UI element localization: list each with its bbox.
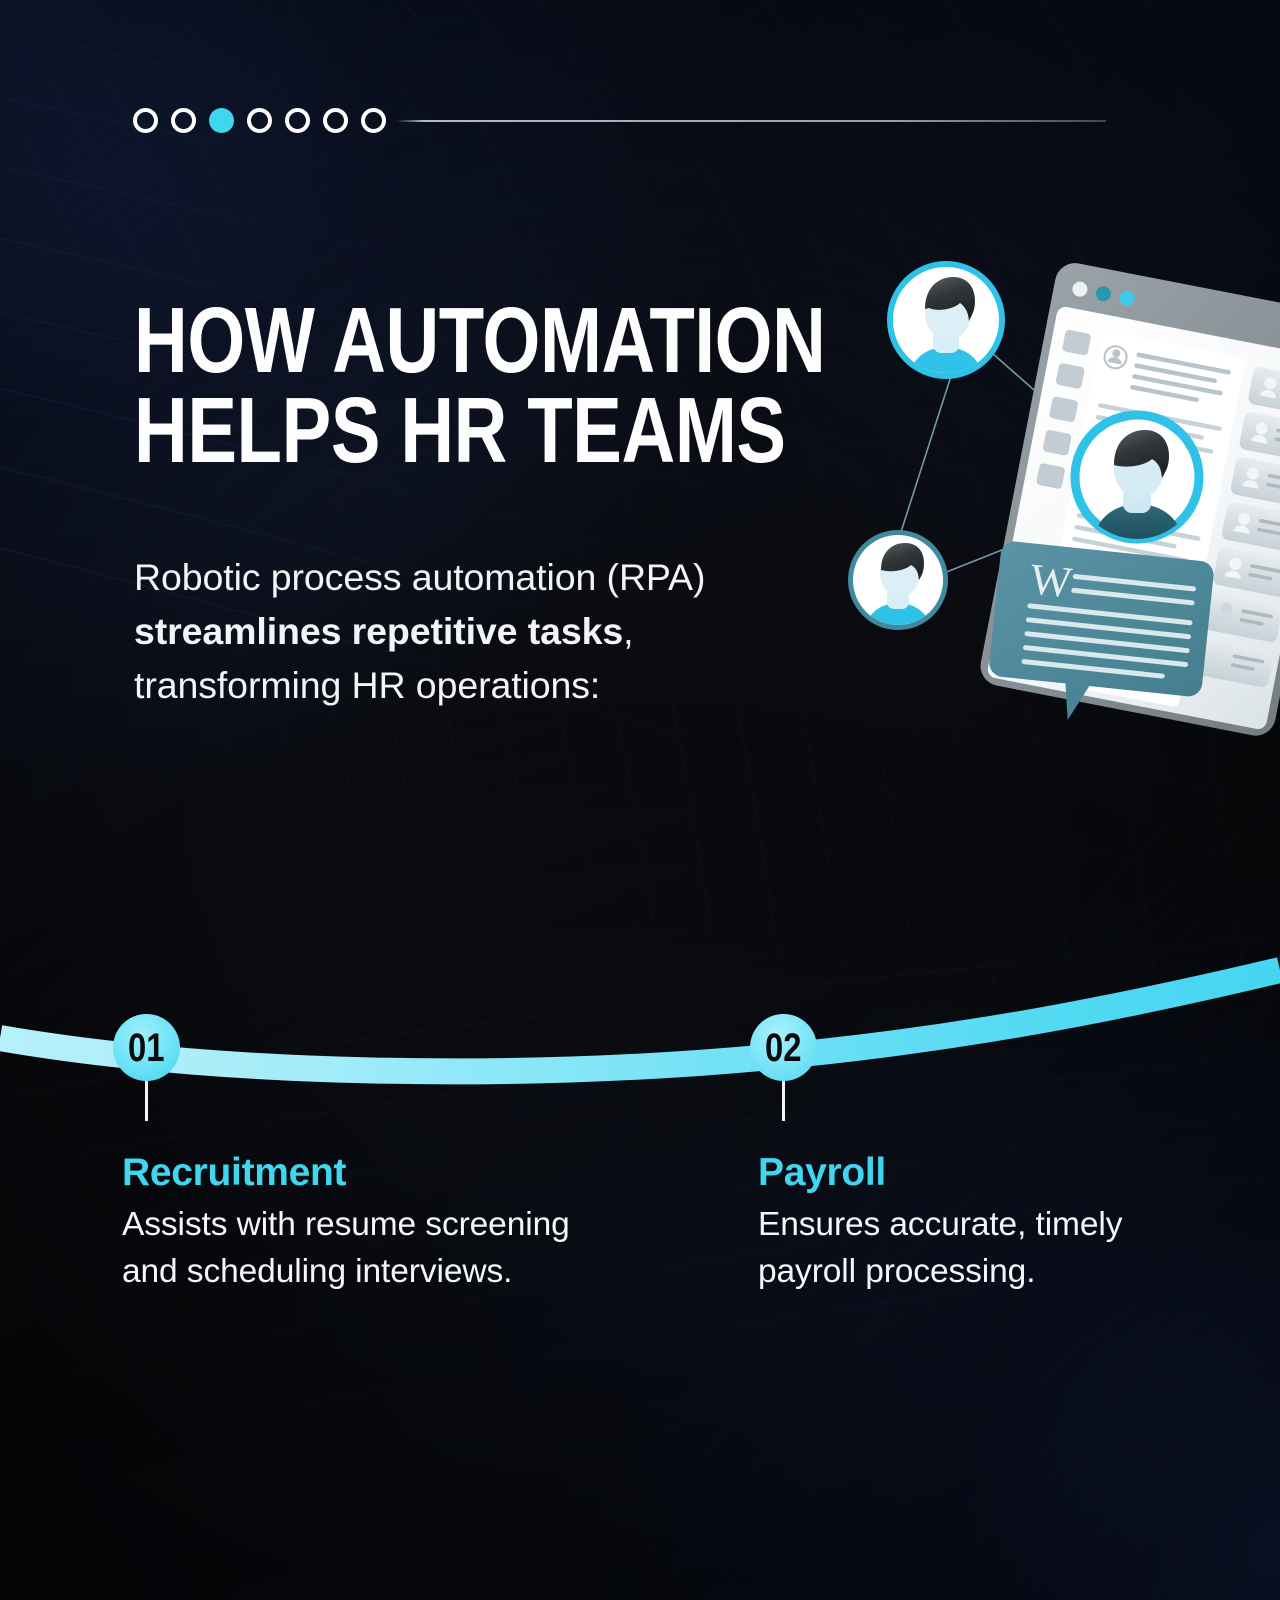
- timeline-card-recruitment-description: Assists with resume screening and schedu…: [122, 1205, 570, 1291]
- document-speech-bubble: W: [989, 541, 1214, 720]
- timeline-card-payroll: Payroll Ensures accurate, timely payroll…: [758, 1151, 1228, 1296]
- pagination-dot-4[interactable]: [247, 108, 272, 133]
- pagination-dot-3-active[interactable]: [209, 108, 234, 133]
- timeline-stem-02: [782, 1081, 785, 1121]
- subtitle-part-1: Robotic process automation (RPA): [134, 556, 706, 598]
- subtitle-part-2: , transforming HR operations:: [134, 610, 634, 706]
- page-title: HOW AUTOMATION HELPS HR TEAMS: [134, 288, 826, 483]
- timeline-band: [0, 930, 1280, 1160]
- page-title-line-1: HOW AUTOMATION: [134, 288, 826, 392]
- timeline-card-recruitment: Recruitment Assists with resume screenin…: [122, 1151, 592, 1296]
- hr-automation-illustration: W: [840, 225, 1280, 785]
- user-list-items: [1195, 367, 1280, 688]
- page-title-line-2: HELPS HR TEAMS: [134, 378, 786, 483]
- timeline-card-payroll-description: Ensures accurate, timely payroll process…: [758, 1205, 1123, 1291]
- timeline-card-payroll-title: Payroll: [758, 1151, 886, 1194]
- page-subtitle: Robotic process automation (RPA) streaml…: [134, 550, 774, 712]
- timeline-badge-01[interactable]: 01: [113, 1014, 180, 1081]
- browser-dots: [1072, 281, 1135, 306]
- avatar-center-person: [1070, 410, 1204, 544]
- timeline-badge-01-label: 01: [128, 1025, 165, 1070]
- pagination-dots[interactable]: [133, 108, 386, 133]
- pagination-dot-5[interactable]: [285, 108, 310, 133]
- timeline-badge-02[interactable]: 02: [750, 1014, 817, 1081]
- timeline-badge-02-label: 02: [765, 1025, 802, 1070]
- profile-row: [1103, 345, 1231, 403]
- pagination-dot-7[interactable]: [361, 108, 386, 133]
- subtitle-emphasis: streamlines repetitive tasks: [134, 610, 624, 652]
- pagination-dot-1[interactable]: [133, 108, 158, 133]
- timeline-stem-01: [145, 1081, 148, 1121]
- pagination-dot-6[interactable]: [323, 108, 348, 133]
- avatar-top-person: [887, 261, 1005, 379]
- timeline-card-recruitment-title: Recruitment: [122, 1151, 347, 1194]
- document-letter-w: W: [1028, 554, 1075, 607]
- avatar-bottom-person: [848, 530, 948, 630]
- pagination-dot-2[interactable]: [171, 108, 196, 133]
- sidebar-tiles: [1036, 329, 1091, 489]
- pagination-divider-line: [396, 120, 1106, 122]
